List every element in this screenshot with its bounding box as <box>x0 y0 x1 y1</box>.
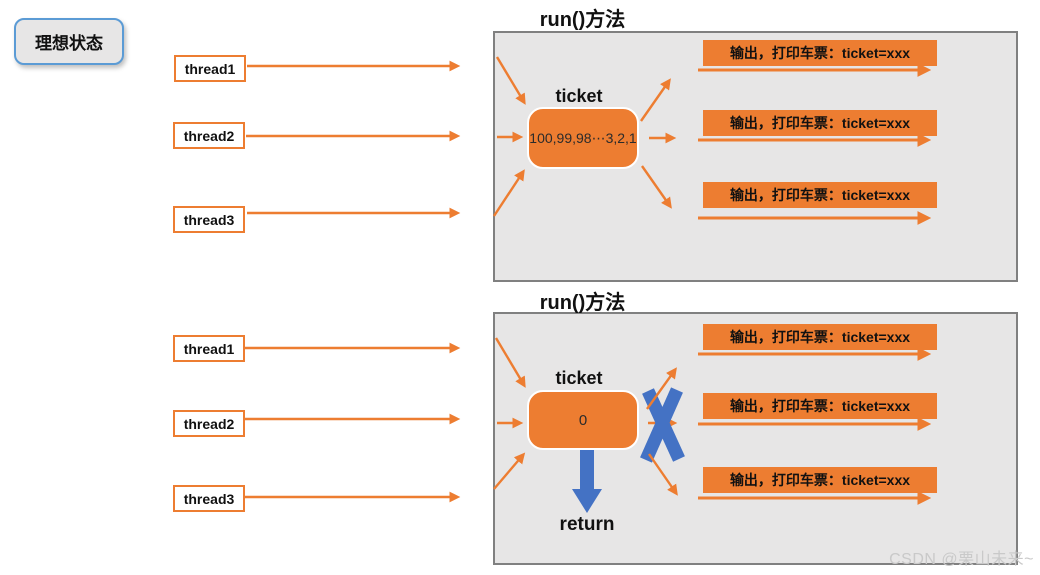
output-bar: 输出，打印车票：ticket=xxx <box>703 467 937 493</box>
run-method-title: run()方法 <box>539 292 626 314</box>
thread-box: thread2 <box>173 410 245 437</box>
ticket-label: ticket <box>555 86 603 106</box>
thread-box: thread3 <box>173 485 245 512</box>
ticket-label: ticket <box>555 368 603 388</box>
thread-box: thread1 <box>174 55 246 82</box>
output-bar: 输出，打印车票：ticket=xxx <box>703 40 937 66</box>
ticket-box: 0 <box>527 390 639 450</box>
ideal-state-badge: 理想状态 <box>14 18 124 65</box>
ticket-box: 100,99,98⋯3,2,1 <box>527 107 639 169</box>
run-method-title: run()方法 <box>539 9 626 31</box>
watermark: CSDN @栗山未来~ <box>889 551 1034 568</box>
output-bar: 输出，打印车票：ticket=xxx <box>703 393 937 419</box>
output-bar: 输出，打印车票：ticket=xxx <box>703 182 937 208</box>
thread-box: thread3 <box>173 206 245 233</box>
output-bar: 输出，打印车票：ticket=xxx <box>703 324 937 350</box>
output-bar: 输出，打印车票：ticket=xxx <box>703 110 937 136</box>
return-label: return <box>559 514 615 535</box>
thread-box: thread1 <box>173 335 245 362</box>
thread-box: thread2 <box>173 122 245 149</box>
